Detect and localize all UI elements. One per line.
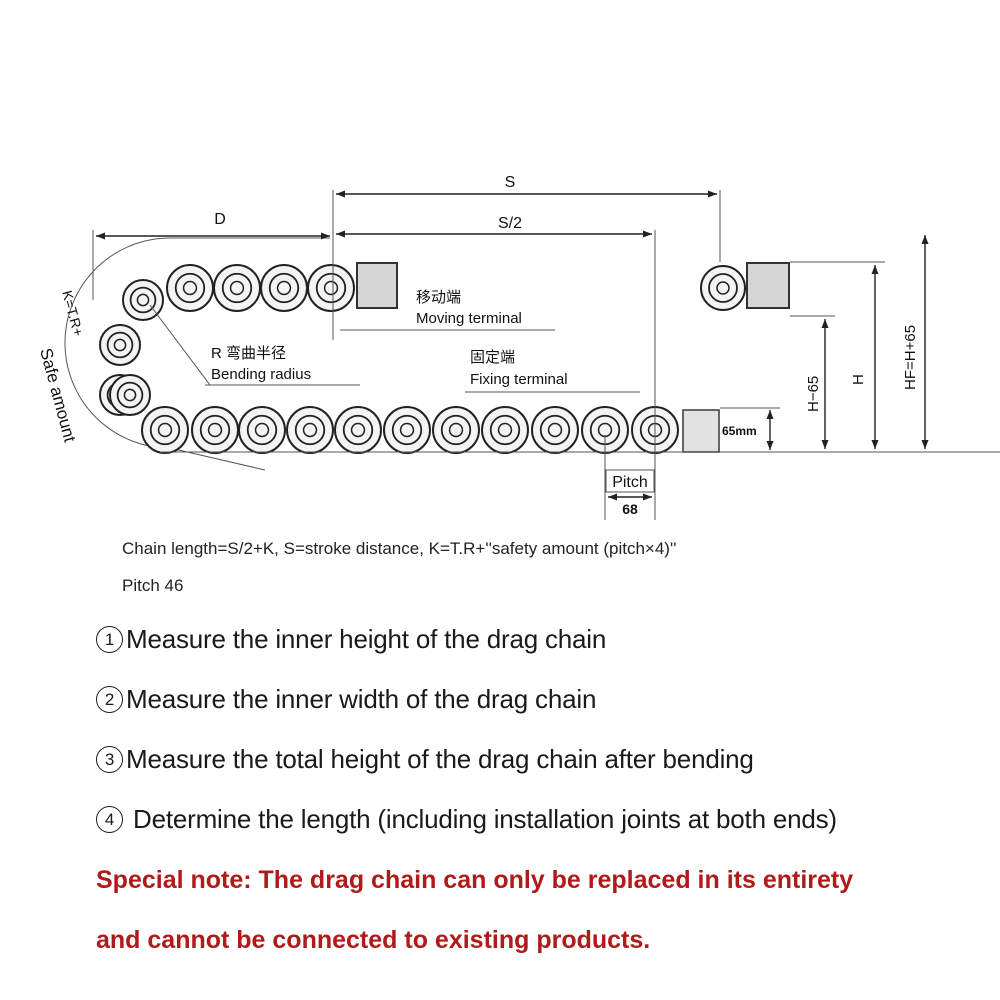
bending-radius-cn: R 弯曲半径 (211, 345, 286, 362)
step-2-number: 2 (96, 686, 123, 713)
right-moving-end (700, 262, 790, 311)
d-label: D (214, 211, 226, 228)
step-4-text: Determine the length (including installa… (126, 804, 837, 834)
label-h: H (850, 374, 867, 385)
moving-terminal-cn: 移动端 (416, 289, 461, 306)
fixing-terminal-en: Fixing terminal (470, 371, 568, 388)
pitch-value-label: 68 (622, 501, 638, 517)
pitch-label: Pitch (612, 474, 648, 491)
chain-link (166, 264, 214, 312)
special-note-line-1: Special note: The drag chain can only be… (96, 866, 854, 894)
bending-radius-en: Bending radius (211, 366, 311, 383)
chain-link (109, 374, 151, 416)
step-1-number: 1 (96, 626, 123, 653)
chain-link (531, 406, 579, 454)
pitch-line: Pitch 46 (122, 576, 184, 595)
chain-link (307, 264, 355, 312)
pitch-box (605, 469, 655, 493)
chain-link (286, 406, 334, 454)
s2-label: S/2 (498, 215, 522, 232)
moving-terminal-en: Moving terminal (416, 310, 522, 327)
chain-link (334, 406, 382, 454)
step-3-text: Measure the total height of the drag cha… (126, 744, 754, 774)
label-h65: H−65 (805, 376, 822, 412)
fixing-terminal-bracket (682, 409, 720, 453)
fixing-terminal-cn: 固定端 (470, 349, 515, 366)
chain-link (213, 264, 261, 312)
chain-link (260, 264, 308, 312)
chain-link (481, 406, 529, 454)
moving-terminal-bracket (356, 262, 398, 309)
special-note-line-2: and cannot be connected to existing prod… (96, 926, 651, 954)
step-1-text: Measure the inner height of the drag cha… (126, 624, 607, 654)
chain-link (122, 279, 164, 321)
chain-link (141, 406, 189, 454)
bend-leader-line (149, 304, 211, 386)
step-4: 4 Determine the length (including instal… (96, 804, 837, 835)
step-4-number: 4 (96, 806, 123, 833)
step-2-text: Measure the inner width of the drag chai… (126, 684, 597, 714)
chain-link (432, 406, 480, 454)
chain-link (99, 324, 141, 366)
safe-amount-label: Safe amount (36, 346, 79, 444)
chain-link (383, 406, 431, 454)
k-tr-label: K=T.R+ (59, 289, 87, 338)
outer-bend-arc (64, 237, 330, 471)
drag-chain-diagram: S S/2 D K=T.R+ Safe amount 移动端 Moving te… (36, 174, 1000, 520)
step-3-number: 3 (96, 746, 123, 773)
chain-link (191, 406, 239, 454)
s-label: S (505, 174, 516, 191)
label-hf: HF=H+65 (902, 325, 919, 390)
chain-link (238, 406, 286, 454)
label-65mm: 65mm (722, 424, 757, 438)
chain-length-formula: Chain length=S/2+K, S=stroke distance, K… (122, 539, 677, 558)
